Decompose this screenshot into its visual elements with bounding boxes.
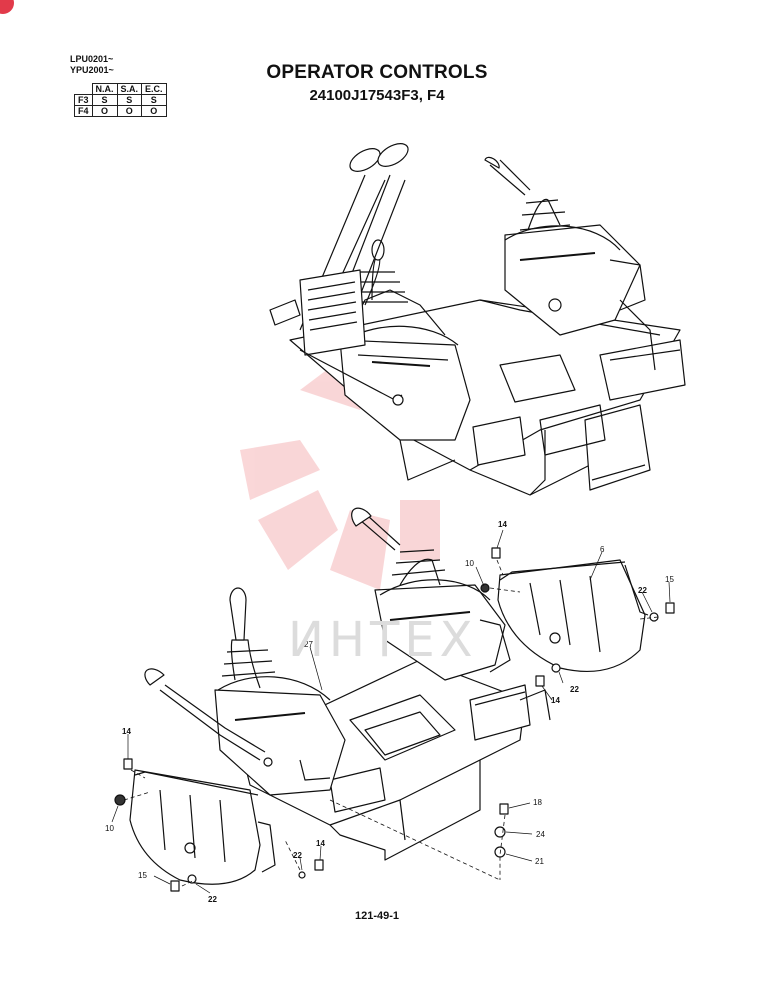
table-cell: O (116, 105, 143, 117)
callout-label: 6 (600, 545, 605, 554)
callout-label: 15 (138, 871, 147, 880)
watermark-logo (240, 360, 490, 590)
callout-leaders (111, 529, 671, 894)
table-cell: O (141, 105, 167, 117)
watermark-text: ИНТЕХ (288, 612, 478, 668)
fasteners (114, 547, 675, 892)
callout-label: 14 (316, 839, 325, 848)
callout-label: 22 (293, 851, 302, 860)
table-cell: O (91, 105, 118, 117)
lower-assembly (111, 507, 675, 894)
applicability-table: N.A. S.A. E.C. F3 S S S F4 O O O (74, 83, 167, 117)
model-code: YPU2001~ (70, 65, 114, 75)
callout-label: 14 (551, 696, 560, 705)
callout-label: 14 (122, 727, 131, 736)
callout-label: 14 (498, 520, 507, 529)
assembly-leader-lines (123, 559, 659, 887)
page-number: 121-49-1 (354, 910, 400, 922)
callout-label: 21 (535, 857, 544, 866)
callout-label: 22 (638, 586, 647, 595)
table-row: F4 O O O (74, 105, 167, 117)
callout-labels: 14 10 6 22 15 27 22 14 14 10 15 22 22 14… (105, 520, 674, 904)
callout-label: 22 (208, 895, 217, 904)
callout-label: 18 (533, 798, 542, 807)
model-code: LPU0201~ (70, 54, 114, 64)
table-header-row: N.A. S.A. E.C. (74, 83, 167, 95)
callout-label: 10 (105, 824, 114, 833)
callout-label: 22 (570, 685, 579, 694)
callout-label: 24 (536, 830, 545, 839)
callout-label: 27 (304, 640, 313, 649)
part-number-subtitle: 24100J17543F3, F4 (309, 87, 445, 104)
page-title: OPERATOR CONTROLS (266, 62, 488, 83)
callout-label: 15 (665, 575, 674, 584)
upper-assembly (269, 143, 686, 496)
corner-marker (0, 0, 14, 14)
callout-label: 10 (465, 559, 474, 568)
model-codes: LPU0201~ YPU2001~ (70, 54, 114, 76)
